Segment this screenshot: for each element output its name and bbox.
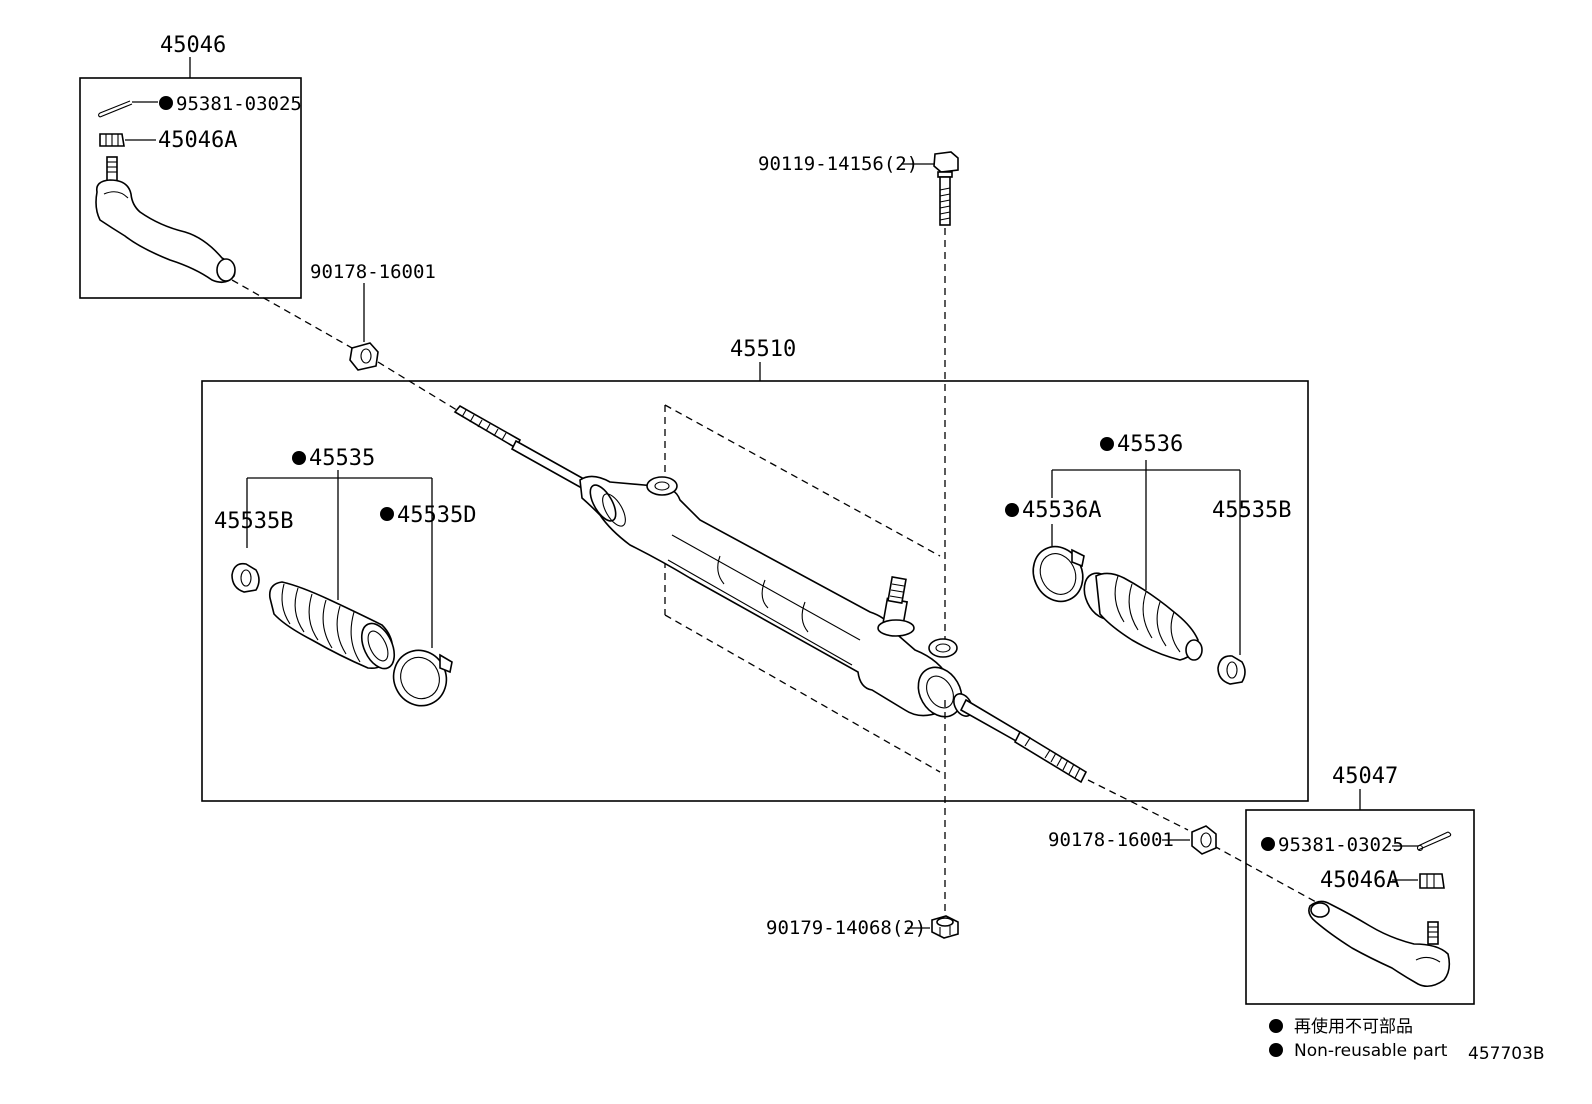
lock-nut-right-group[interactable]: 90178-16001 — [1048, 825, 1217, 855]
box-45510 — [201, 380, 1309, 802]
label-45046A-right: 45046A — [1320, 868, 1399, 893]
nonreusable-dot — [292, 451, 306, 465]
tie-rod-end-left-icon — [95, 156, 236, 284]
tie-rod-end-right-icon — [1308, 900, 1451, 988]
label-90179: 90179-14068(2) — [766, 917, 926, 939]
diagram-id: 457703B — [1468, 1044, 1545, 1064]
label-45535B-left: 45535B — [214, 509, 293, 534]
tie-rod-end-right-group[interactable]: 45047 95381-03025 45046A — [1245, 764, 1475, 1005]
axis-right-lower — [1213, 845, 1317, 903]
box-45046 — [79, 77, 302, 299]
nonreusable-dot — [1261, 837, 1275, 851]
legend-dot-en — [1269, 1043, 1283, 1057]
lock-nut-right-icon — [1191, 825, 1217, 855]
legend-dot-jp — [1269, 1019, 1283, 1033]
legend-text-en: Non-reusable part — [1294, 1041, 1448, 1061]
label-45536A: 45536A — [1022, 498, 1101, 523]
label-45047: 45047 — [1332, 764, 1398, 789]
lock-nut-left-icon — [349, 342, 379, 371]
label-90178-left: 90178-16001 — [310, 261, 436, 283]
nonreusable-dot — [159, 96, 173, 110]
leader-45535 — [246, 470, 433, 648]
label-90119: 90119-14156(2) — [758, 153, 918, 175]
bolt-top-icon — [933, 151, 959, 226]
label-95381-right: 95381-03025 — [1278, 834, 1404, 856]
nut-bottom-icon — [931, 915, 959, 939]
axis-left-lower — [377, 361, 461, 413]
tie-rod-end-left-group[interactable]: 45046 95381-03025 45046A — [79, 33, 302, 299]
leader-45536 — [1051, 460, 1241, 655]
boot-left-icon — [268, 581, 396, 670]
rack-shaft-left-icon — [453, 404, 602, 498]
rack-shaft-right-icon — [953, 693, 1088, 784]
bolt-top-group[interactable]: 90119-14156(2) — [758, 151, 959, 226]
clamp-left-icon — [392, 649, 453, 707]
nut-right-icon — [1419, 873, 1445, 889]
nut-bottom-group[interactable]: 90179-14068(2) — [766, 915, 959, 939]
label-45535B-right: 45535B — [1212, 498, 1291, 523]
boot-right-icon — [1083, 572, 1203, 661]
clip-right-icon — [1217, 655, 1246, 685]
boot-right-group[interactable]: 45536 45536A 45535B — [1005, 432, 1291, 685]
legend: 再使用不可部品 Non-reusable part 457703B — [1269, 1016, 1545, 1064]
cotter-pin-right-icon — [1392, 831, 1452, 852]
axis-left-upper — [231, 279, 353, 349]
label-90178-right: 90178-16001 — [1048, 829, 1174, 851]
nonreusable-dot — [1005, 503, 1019, 517]
nonreusable-dot — [380, 507, 394, 521]
lock-nut-left-group[interactable]: 90178-16001 — [310, 261, 436, 371]
label-45536: 45536 — [1117, 432, 1183, 457]
housing-outline-dashed — [664, 404, 941, 773]
clamp-right-icon — [1032, 545, 1085, 603]
boot-left-group[interactable]: 45535 45535B 45535D — [214, 446, 476, 714]
rack-housing-icon — [579, 475, 963, 718]
legend-text-jp: 再使用不可部品 — [1294, 1016, 1413, 1037]
rack-assembly-group[interactable]: 45510 — [201, 337, 1309, 802]
label-45510: 45510 — [730, 337, 796, 362]
nut-left-icon — [99, 133, 156, 147]
label-95381-left: 95381-03025 — [176, 93, 302, 115]
label-45046: 45046 — [160, 33, 226, 58]
nonreusable-dot — [1100, 437, 1114, 451]
clip-left-icon — [231, 562, 260, 593]
axis-right-upper — [1087, 779, 1189, 831]
label-45046A-left: 45046A — [158, 128, 237, 153]
box-45047 — [1245, 809, 1475, 1005]
label-45535D: 45535D — [397, 503, 476, 528]
label-45535: 45535 — [309, 446, 375, 471]
cotter-pin-left-icon — [97, 100, 158, 118]
